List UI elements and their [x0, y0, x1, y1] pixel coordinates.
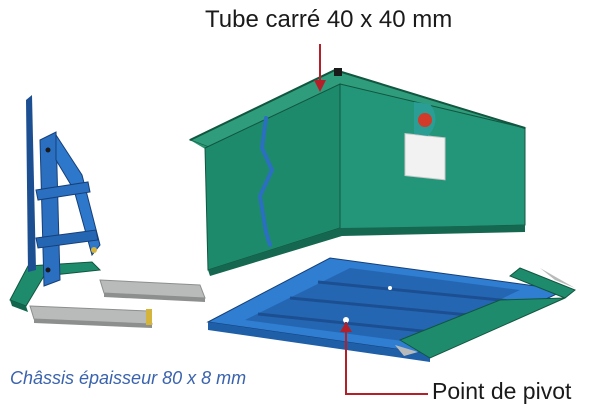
arrow-up-icon	[340, 322, 352, 332]
bolt-icon	[45, 147, 51, 153]
frame-flap-front	[398, 297, 566, 359]
tube-label: Tube carré 40 x 40 mm	[205, 6, 453, 33]
bolt-icon	[388, 286, 392, 290]
chassis-crossbar	[35, 181, 91, 201]
chassis-upright-back	[26, 95, 36, 272]
frame-flap-tip	[395, 345, 418, 356]
blue-frame	[206, 257, 576, 362]
arrow-down-icon	[314, 80, 326, 92]
frame-slat-1	[245, 268, 520, 342]
frame-slat-line	[317, 280, 521, 304]
bolt-icon	[91, 247, 97, 253]
chassis-label: Châssis épaisseur 80 x 8 mm	[10, 368, 247, 388]
chassis-base-plate-side	[10, 300, 28, 312]
bolt-icon	[45, 267, 51, 273]
pivot-label: Point de pivot	[432, 378, 572, 404]
callout-tube	[314, 44, 326, 92]
logo-dot-icon	[418, 113, 432, 127]
box-handle	[257, 116, 275, 247]
fork-tip	[146, 309, 152, 325]
pivot-point-icon	[343, 317, 349, 323]
frame-flap-tip	[540, 268, 575, 288]
chassis-brace	[55, 133, 101, 257]
tube-corner	[334, 68, 342, 76]
box-bottom-edge	[208, 225, 525, 276]
callout-pivot	[340, 322, 428, 395]
fork-tine-lower-side	[34, 319, 152, 328]
logo-sticker	[404, 102, 446, 181]
fork-tine-upper-side	[104, 293, 205, 302]
frame-front-edge	[208, 322, 430, 362]
chassis-frame	[9, 95, 206, 328]
chassis-crossbar-low	[35, 229, 99, 249]
green-box	[188, 68, 527, 276]
